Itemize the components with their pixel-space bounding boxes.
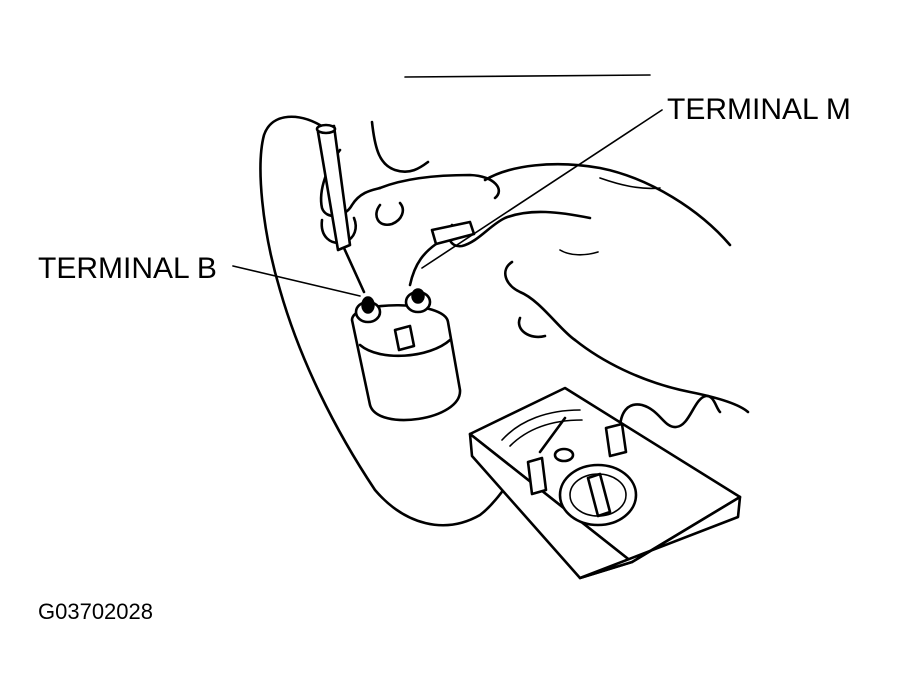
left-hand-fingertip	[375, 201, 405, 227]
probe-right	[408, 220, 476, 287]
meter-scale-arc-inner	[509, 419, 583, 447]
test-lead-wire-left	[259, 115, 530, 527]
arm-edge-top	[404, 74, 651, 78]
multimeter	[468, 386, 742, 580]
right-hand-crease-2	[559, 249, 599, 256]
solenoid-center-tab	[393, 324, 416, 352]
figure-code-label: G03702028	[38, 599, 153, 624]
probe-right-handle	[430, 220, 476, 246]
right-hand-underside	[573, 338, 750, 414]
solenoid	[350, 288, 462, 422]
probe-right-tip	[408, 242, 438, 287]
right-hand-crease	[599, 177, 661, 190]
meter-needle	[538, 416, 567, 454]
terminal-b-nut	[361, 296, 375, 314]
right-hand-palm	[504, 260, 577, 342]
left-hand-index	[378, 173, 501, 200]
multimeter-front-side	[578, 495, 742, 580]
leader-line-terminal-m	[421, 109, 663, 269]
meter-terminal-right	[604, 422, 628, 458]
left-hand-knuckle	[370, 120, 430, 173]
solenoid-rim	[358, 338, 452, 358]
test-lead-wire-right	[618, 394, 722, 432]
probe-left	[315, 123, 366, 294]
terminal-m-nut	[411, 288, 425, 304]
right-hand-finger-a	[517, 316, 547, 339]
probe-left-end	[315, 123, 337, 135]
meter-needle-pivot	[553, 447, 575, 463]
meter-scale-arc	[501, 409, 581, 441]
range-selector-knob	[586, 472, 612, 518]
terminal-b-label: TERMINAL B	[38, 252, 217, 285]
meter-terminal-left	[526, 456, 548, 496]
terminal-m-label: TERMINAL M	[667, 93, 851, 126]
probe-left-tip	[342, 246, 366, 294]
leader-lines	[232, 109, 663, 297]
right-hand-top	[483, 162, 732, 247]
leader-line-terminal-b	[232, 265, 361, 297]
